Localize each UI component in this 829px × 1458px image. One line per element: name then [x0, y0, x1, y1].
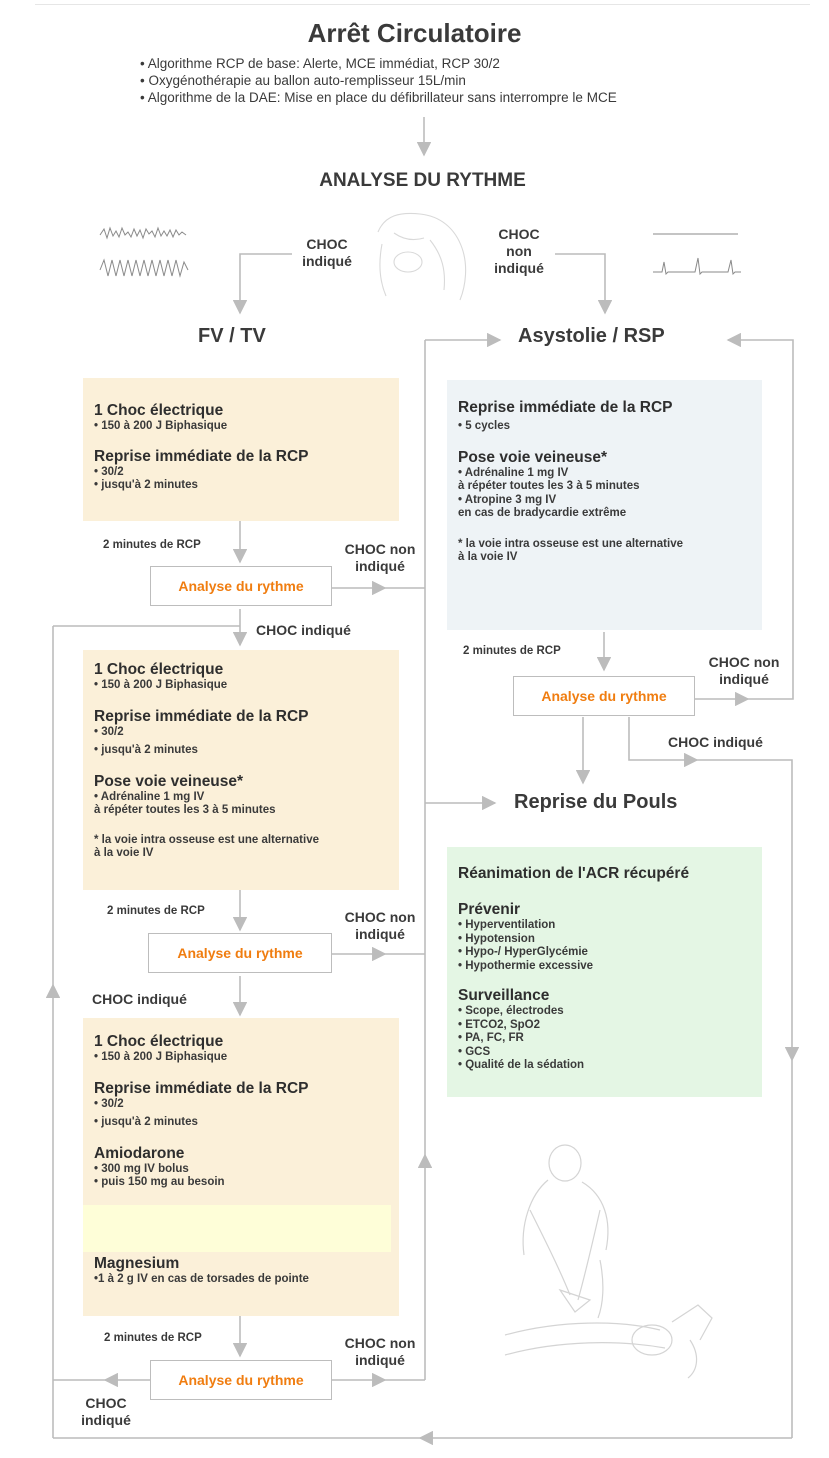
fv-tv-header: FV / TV [198, 325, 266, 347]
choc-indique-label: CHOC indiqué [70, 1395, 142, 1429]
detail-line: • jusqu'à 2 minutes [94, 1116, 198, 1128]
fv-box-1: 1 Choc électrique • 150 à 200 J Biphasiq… [83, 378, 399, 521]
note-line: à la voie IV [458, 551, 518, 563]
section-heading: 1 Choc électrique [94, 1033, 224, 1050]
label-line: CHOC non [344, 541, 416, 557]
choc-non-indique-label: CHOC non indiqué [338, 541, 422, 575]
detail-line: à répéter toutes les 3 à 5 minutes [94, 804, 276, 816]
detail-line: à répéter toutes les 3 à 5 minutes [458, 480, 640, 492]
label-line: indiqué [494, 260, 544, 276]
two-min-rcp-label: 2 minutes de RCP [463, 645, 561, 657]
detail-line: • Atropine 3 mg IV [458, 493, 557, 506]
fv-box-3: 1 Choc électrique • 150 à 200 J Biphasiq… [83, 1018, 399, 1316]
section-heading: Pose voie veineuse* [458, 448, 608, 466]
section-heading: Reprise immédiate de la RCP [458, 399, 673, 416]
detail-line: • 150 à 200 J Biphasique [94, 1051, 228, 1063]
detail-line: • 30/2 [94, 1097, 124, 1110]
page-title: Arrêt Circulatoire [307, 18, 522, 48]
two-min-rcp-label: 2 minutes de RCP [104, 1332, 202, 1344]
detail-line: • PA, FC, FR [458, 1032, 524, 1044]
label-line: CHOC non [344, 909, 416, 925]
label-line: indiqué [302, 253, 352, 269]
label-line: CHOC [498, 226, 540, 242]
section-heading: Amiodarone [94, 1144, 185, 1162]
detail-line: • Hypothermie excessive [458, 959, 594, 972]
detail-line: • Hyperventilation [458, 919, 556, 931]
asystolie-box: Reprise immédiate de la RCP • 5 cycles P… [447, 380, 762, 630]
torso-illustration [377, 212, 467, 301]
label-line: CHOC [85, 1395, 127, 1411]
cpr-illustration [504, 1144, 713, 1379]
section-heading: Reprise immédiate de la RCP [94, 1079, 309, 1097]
detail-line: • jusqu'à 2 minutes [94, 479, 198, 491]
label-line: indiqué [355, 926, 405, 942]
section-heading: Magnesium [94, 1254, 180, 1272]
label-line: indiqué [81, 1412, 131, 1428]
choc-non-indique-label: CHOC non indiqué [338, 909, 422, 943]
detail-line: en cas de bradycardie extrême [458, 507, 627, 519]
analyse-rythme-box: Analyse du rythme [148, 933, 332, 973]
section-heading: Surveillance [458, 987, 550, 1004]
choc-indique-label: CHOC indiqué [292, 236, 362, 270]
intro-bullet: Algorithme de la DAE: Mise en place du d… [140, 89, 617, 106]
detail-line: • 30/2 [94, 465, 124, 478]
choc-non-indique-label: CHOC non indiqué [484, 226, 554, 277]
detail-line: • 5 cycles [458, 420, 510, 432]
detail-line: • Qualité de la sédation [458, 1059, 585, 1071]
detail-line: • 150 à 200 J Biphasique [94, 679, 228, 691]
choc-non-indique-label: CHOC non indiqué [702, 654, 786, 688]
detail-line: • GCS [458, 1045, 491, 1058]
detail-line: • Adrénaline 1 mg IV [458, 466, 569, 479]
detail-line: • 150 à 200 J Biphasique [94, 420, 228, 432]
acr-recupere-box: Réanimation de l'ACR récupéré Prévenir •… [447, 847, 762, 1097]
detail-line: • jusqu'à 2 minutes [94, 744, 198, 756]
intro-bullet: Oxygénothérapie au ballon auto-remplisse… [140, 72, 617, 89]
detail-line: • Adrénaline 1 mg IV [94, 790, 205, 803]
ecg-icon [99, 226, 741, 278]
section-heading: Prévenir [458, 901, 521, 918]
label-line: CHOC non [708, 654, 780, 670]
label-line: indiqué [719, 671, 769, 687]
note-line: * la voie intra osseuse est une alternat… [458, 537, 683, 550]
note-line: * la voie intra osseuse est une alternat… [94, 833, 319, 846]
choc-indique-label: CHOC indiqué [668, 734, 763, 750]
label-line: indiqué [355, 1352, 405, 1368]
analyse-rythme-box: Analyse du rythme [150, 1360, 332, 1400]
detail-line: • Scope, électrodes [458, 1005, 564, 1017]
highlight-area [83, 1205, 391, 1252]
choc-indique-label: CHOC indiqué [92, 991, 187, 1007]
detail-line: • Hypotension [458, 932, 535, 945]
intro-bullets: Algorithme RCP de base: Alerte, MCE immé… [140, 55, 617, 106]
analyse-rythme-box: Analyse du rythme [150, 566, 332, 606]
section-heading: Pose voie veineuse* [94, 772, 244, 790]
analyse-rythme-title: ANALYSE DU RYTHME [319, 170, 526, 191]
choc-non-indique-label: CHOC non indiqué [338, 1335, 422, 1369]
fv-box-2: 1 Choc électrique • 150 à 200 J Biphasiq… [83, 650, 399, 890]
label-line: indiqué [355, 558, 405, 574]
label-line: CHOC [306, 236, 348, 252]
section-heading: Reprise immédiate de la RCP [94, 447, 309, 465]
detail-line: • ETCO2, SpO2 [458, 1018, 540, 1031]
detail-line: • 300 mg IV bolus [94, 1162, 189, 1175]
section-heading: 1 Choc électrique [94, 661, 224, 678]
choc-indique-label: CHOC indiqué [256, 622, 351, 638]
intro-bullet: Algorithme RCP de base: Alerte, MCE immé… [140, 55, 617, 72]
detail-line: •1 à 2 g IV en cas de torsades de pointe [94, 1272, 309, 1285]
label-line: CHOC non [344, 1335, 416, 1351]
analyse-rythme-box: Analyse du rythme [513, 676, 695, 716]
section-heading: Réanimation de l'ACR récupéré [458, 865, 690, 882]
detail-line: • Hypo-/ HyperGlycémie [458, 946, 588, 958]
detail-line: • 30/2 [94, 725, 124, 738]
two-min-rcp-label: 2 minutes de RCP [107, 905, 205, 917]
section-heading: 1 Choc électrique [94, 402, 224, 419]
note-line: à la voie IV [94, 847, 154, 859]
reprise-pouls-header: Reprise du Pouls [514, 791, 678, 813]
asystolie-header: Asystolie / RSP [518, 325, 665, 347]
label-line: non [506, 243, 532, 259]
top-divider [35, 4, 810, 5]
detail-line: • puis 150 mg au besoin [94, 1176, 225, 1188]
section-heading: Reprise immédiate de la RCP [94, 707, 309, 725]
two-min-rcp-label: 2 minutes de RCP [103, 539, 201, 551]
